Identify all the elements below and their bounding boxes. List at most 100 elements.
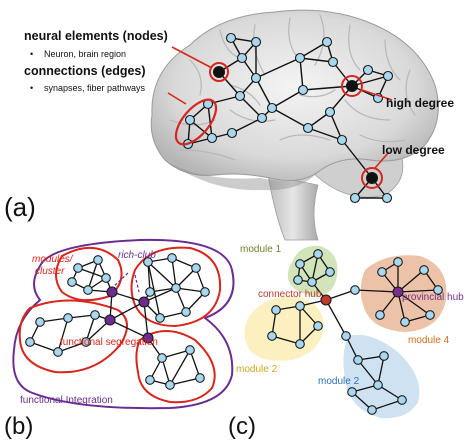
panel-b-edge bbox=[147, 261, 177, 289]
panel-c-edge bbox=[397, 291, 431, 316]
panel-b-node bbox=[81, 337, 91, 347]
panel-c-node bbox=[393, 257, 403, 267]
panel-c-node bbox=[350, 285, 360, 295]
panel-c-node bbox=[341, 331, 351, 341]
panel-b-node bbox=[142, 332, 154, 344]
brain-node bbox=[365, 171, 379, 185]
panel-c-node bbox=[353, 355, 363, 365]
panel-b-edge bbox=[169, 377, 201, 386]
panel-b-edge bbox=[77, 267, 107, 279]
panel-c-edge bbox=[357, 359, 379, 386]
panel-b-edge bbox=[109, 301, 145, 321]
brain-node bbox=[294, 52, 306, 64]
panel-c-edge bbox=[371, 399, 403, 411]
brain-node bbox=[250, 36, 262, 48]
brain-edge bbox=[271, 89, 304, 109]
brain-edge bbox=[255, 77, 273, 109]
panel-c-edge bbox=[271, 335, 301, 345]
brain-node bbox=[324, 106, 336, 118]
panel-b-node bbox=[145, 287, 155, 297]
panel-b-node bbox=[167, 253, 177, 263]
low-degree-label: low degree bbox=[382, 143, 445, 157]
panel-c-node bbox=[400, 317, 410, 327]
panel-c-node bbox=[367, 405, 377, 415]
panel-c-edge bbox=[397, 269, 425, 293]
brain-node bbox=[226, 127, 238, 139]
brain-edge bbox=[299, 57, 334, 63]
panel-b-node bbox=[195, 373, 205, 383]
brain-node bbox=[345, 79, 359, 93]
panel-c-node bbox=[392, 286, 404, 298]
rich-club-label: rich-club bbox=[118, 250, 156, 261]
panel-a-nodes bbox=[182, 32, 394, 204]
panel-b-node bbox=[200, 287, 210, 297]
rich-club-arrow-2 bbox=[134, 274, 140, 293]
brain-edge bbox=[302, 85, 353, 91]
module-highlight-ellipse bbox=[174, 98, 218, 146]
edges-bullet-mark: • bbox=[30, 83, 33, 93]
panel-b-edge bbox=[171, 257, 177, 289]
panel-c-label: (c) bbox=[228, 413, 256, 440]
modules-label-line2: cluster bbox=[35, 266, 65, 277]
module-blob-yellow bbox=[244, 296, 324, 361]
brain-node bbox=[327, 56, 339, 68]
functional-integration-label: functional Integration bbox=[20, 395, 113, 406]
panel-b-node bbox=[101, 273, 111, 283]
panel-c-nodes bbox=[267, 249, 443, 415]
panel-c: module 1 connector hub provincial hub mo… bbox=[228, 244, 464, 440]
panel-a-label: (a) bbox=[4, 192, 36, 222]
panel-c-edge bbox=[397, 289, 439, 293]
low-degree-callout-line bbox=[374, 151, 390, 169]
brain-edge bbox=[329, 111, 343, 141]
brain-node bbox=[184, 114, 196, 126]
panel-b-node bbox=[104, 314, 116, 326]
brain-node bbox=[302, 122, 314, 134]
panel-b-edge bbox=[87, 259, 99, 291]
panel-c-node bbox=[373, 380, 383, 390]
panel-c-edge bbox=[325, 299, 347, 337]
panel-c-node bbox=[271, 305, 281, 315]
panel-c-node bbox=[295, 301, 305, 311]
panel-b-node bbox=[155, 313, 165, 323]
panel-c-node bbox=[267, 331, 277, 341]
nodes-callout-line bbox=[171, 46, 213, 69]
panel-b-node bbox=[185, 345, 195, 355]
panel-c-node bbox=[375, 310, 385, 320]
panel-b-node bbox=[143, 257, 153, 267]
panel-b-node bbox=[191, 263, 201, 273]
panel-c-node bbox=[295, 259, 305, 269]
brain-node bbox=[362, 64, 374, 76]
panel-b-node bbox=[63, 313, 73, 323]
brain-node bbox=[381, 192, 393, 204]
edges-callout-line bbox=[167, 92, 187, 105]
brain-node bbox=[266, 102, 278, 114]
edges-title: connections (edges) bbox=[24, 64, 146, 78]
panel-c-node bbox=[425, 310, 435, 320]
brain-edge bbox=[207, 103, 213, 139]
panel-c-node bbox=[433, 285, 443, 295]
panel-b-edge bbox=[111, 291, 145, 303]
brain-edge bbox=[351, 75, 389, 87]
panel-b-node bbox=[93, 255, 103, 265]
panel-b-edge bbox=[57, 341, 87, 353]
panel-c-node bbox=[293, 275, 303, 285]
panel-b-node bbox=[73, 263, 83, 273]
functional-segregation-label: functional segregation bbox=[60, 337, 158, 348]
module-outline-bottom-left bbox=[18, 299, 128, 374]
panel-b-edge bbox=[147, 261, 151, 293]
connector-hub-label: connector hub bbox=[258, 289, 322, 300]
brain-node bbox=[297, 84, 309, 96]
panel-b-edge bbox=[175, 287, 206, 293]
high-degree-label: high degree bbox=[386, 96, 454, 110]
low-degree-highlight bbox=[361, 167, 383, 189]
brain-edge bbox=[307, 127, 343, 141]
panel-b-edge bbox=[143, 301, 149, 339]
brain-node bbox=[321, 36, 333, 48]
high-degree-callout-line bbox=[361, 89, 393, 101]
panel-b-node bbox=[67, 277, 77, 287]
brain-node bbox=[336, 134, 348, 146]
module-2-right-label: module 2 bbox=[318, 376, 360, 387]
panel-b-node bbox=[165, 380, 175, 390]
brain-edge bbox=[341, 139, 373, 179]
